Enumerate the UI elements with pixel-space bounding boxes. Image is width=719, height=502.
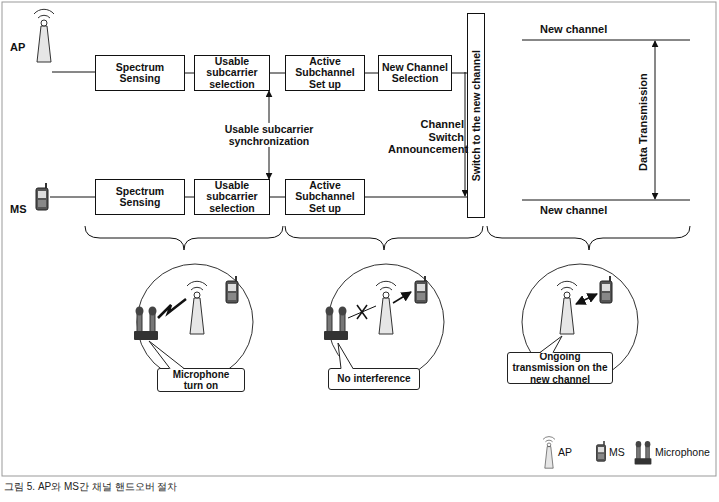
bubble-tail bbox=[540, 336, 562, 353]
flow-line bbox=[365, 73, 378, 74]
ms-icon bbox=[600, 276, 612, 303]
legend-ap-icon bbox=[543, 437, 555, 469]
process-box: Spectrum Sensing bbox=[95, 179, 185, 215]
flow-line bbox=[185, 73, 194, 74]
process-box: Spectrum Sensing bbox=[95, 55, 185, 91]
node-text: Spectrum Sensing bbox=[99, 186, 181, 209]
ap-icon bbox=[34, 9, 54, 62]
flow-line bbox=[270, 73, 285, 74]
ap-icon bbox=[376, 281, 396, 334]
cross-mark bbox=[357, 305, 367, 319]
flow-line bbox=[365, 197, 467, 198]
edge-label: Usable subcarrier synchronization bbox=[213, 123, 325, 147]
transmission-label: Data Transmission bbox=[636, 52, 650, 192]
node-text: Usable subcarrier selection bbox=[198, 56, 266, 90]
legend-text: AP bbox=[558, 446, 572, 458]
ap-icon bbox=[557, 281, 577, 334]
speech-bubble: No interference bbox=[328, 368, 420, 390]
node-text: Usable subcarrier selection bbox=[198, 180, 266, 214]
ap-line bbox=[52, 72, 95, 73]
transmission-arrow bbox=[655, 41, 656, 199]
link-arrow bbox=[576, 294, 597, 304]
legend-ms-icon bbox=[597, 441, 606, 461]
switch-bar: Switch to the new channel bbox=[467, 13, 485, 218]
flow-line bbox=[452, 73, 467, 74]
microphone-icon bbox=[324, 307, 348, 341]
bubble-tail bbox=[149, 341, 184, 369]
bubble-tail bbox=[338, 343, 353, 369]
node-text: Microphone turn on bbox=[162, 369, 240, 391]
ms-icon bbox=[226, 276, 238, 303]
legend-text: MS bbox=[609, 446, 625, 458]
phase-brace bbox=[85, 226, 283, 250]
ms-line bbox=[50, 197, 95, 198]
announcement-label: Channel Switch Announcement bbox=[388, 118, 464, 156]
process-box: Usable subcarrier selection bbox=[194, 179, 270, 215]
ms-icon bbox=[36, 183, 48, 210]
cross-mark bbox=[357, 305, 367, 319]
speech-bubble: Microphone turn on bbox=[157, 368, 245, 392]
interference-bolt bbox=[158, 299, 186, 318]
channel-label: New channel bbox=[540, 23, 607, 36]
bubble-tail bbox=[338, 343, 353, 369]
process-box: Active Subchannel Set up bbox=[285, 179, 365, 215]
legend-mic-icon bbox=[635, 441, 652, 464]
phase-brace bbox=[285, 226, 483, 250]
phase-brace bbox=[487, 226, 690, 250]
link-arrow bbox=[393, 292, 411, 303]
entity-label: MS bbox=[10, 203, 27, 216]
speech-bubble: Ongoing transmission on the new channel bbox=[507, 352, 613, 384]
ap-icon bbox=[187, 281, 207, 334]
process-box: Active Subchannel Set up bbox=[285, 55, 365, 91]
node-text: Active Subchannel Set up bbox=[289, 180, 361, 214]
channel-label: New channel bbox=[540, 204, 607, 217]
node-text: Spectrum Sensing bbox=[99, 62, 181, 85]
flow-line bbox=[270, 197, 285, 198]
blocked-link bbox=[348, 306, 376, 318]
channel-line bbox=[522, 40, 690, 41]
announcement-arrow bbox=[465, 72, 466, 196]
node-text: No interference bbox=[337, 373, 410, 384]
entity-label: AP bbox=[10, 41, 25, 54]
legend-text: Microphone bbox=[655, 446, 710, 458]
microphone-icon bbox=[134, 307, 158, 341]
bubble-tail bbox=[540, 336, 562, 353]
channel-line bbox=[522, 200, 690, 201]
process-box: Usable subcarrier selection bbox=[194, 55, 270, 91]
ms-icon bbox=[415, 276, 427, 303]
flow-line bbox=[185, 197, 194, 198]
node-text: Switch to the new channel bbox=[470, 50, 482, 181]
node-text: New Channel Selection bbox=[382, 62, 448, 85]
process-box: New Channel Selection bbox=[378, 55, 452, 91]
node-text: Active Subchannel Set up bbox=[289, 56, 361, 90]
figure-frame bbox=[2, 2, 716, 476]
node-text: Ongoing transmission on the new channel bbox=[512, 351, 608, 385]
figure-caption: 그림 5. AP와 MS간 채널 핸드오버 절차 bbox=[4, 480, 177, 494]
bubble-tail bbox=[149, 341, 184, 369]
